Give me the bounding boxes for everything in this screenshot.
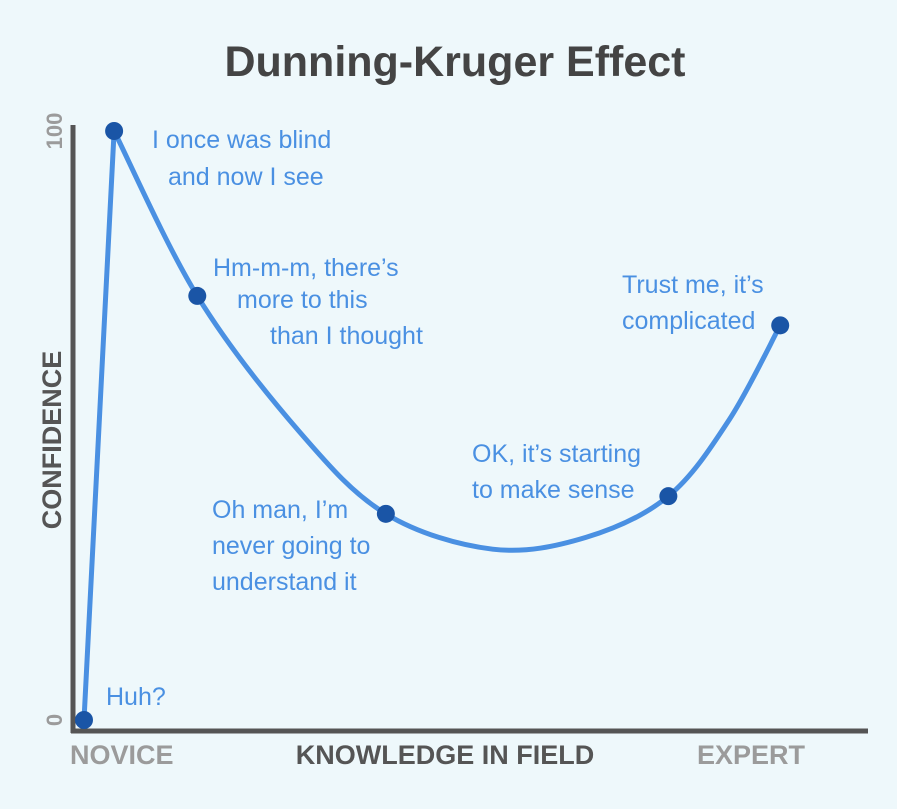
point-layer [75, 122, 790, 729]
curve-layer [81, 128, 783, 723]
x-tick-label-novice: NOVICE [70, 740, 174, 770]
data-point-5 [659, 487, 678, 506]
series-line [81, 128, 783, 723]
y-tick-label-0: 0 [42, 714, 67, 726]
x-tick-layer: NOVICE EXPERT [70, 740, 806, 770]
data-point-4 [376, 504, 395, 523]
y-tick-label-100: 100 [42, 113, 67, 150]
data-point-6 [771, 316, 790, 335]
y-tick-layer: 0 100 [42, 113, 67, 726]
chart-title: Dunning-Kruger Effect [224, 38, 685, 86]
annotation-1: Huh? [106, 683, 166, 711]
x-tick-label-expert: EXPERT [697, 740, 806, 770]
x-axis-label: KNOWLEDGE IN FIELD [296, 740, 595, 770]
data-point-2 [105, 122, 124, 140]
y-axis-label: CONFIDENCE [37, 351, 67, 530]
data-point-3 [188, 286, 207, 305]
data-point-1 [75, 711, 93, 729]
